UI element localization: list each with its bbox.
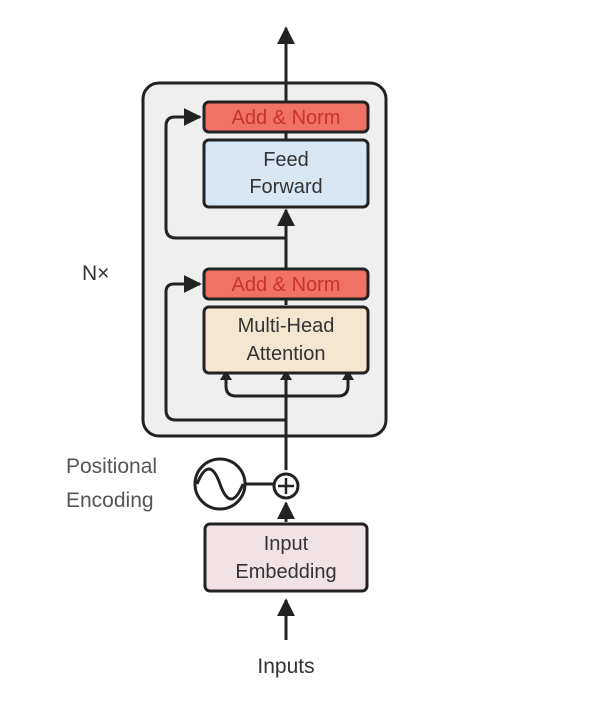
add-norm-bottom-label: Add & Norm [232,274,341,296]
attention-split-arrows [224,378,350,398]
residual-connection-feedforward [164,108,286,240]
attention-arrowhead-right [342,370,354,380]
sine-wave-icon [193,457,247,511]
add-norm-bottom-box [202,267,370,301]
multi-head-attention-label-line2: Attention [247,343,326,365]
residual-connection-attention [164,275,286,422]
positional-encoding-label-line2: Encoding [66,489,154,512]
multi-head-attention-box [202,305,370,375]
input-embedding-box [203,522,369,593]
input-embedding-label-line1: Input [264,533,309,555]
plus-circle-icon [272,472,300,500]
add-norm-top-box [202,100,370,134]
nx-label: N× [82,262,109,285]
feed-forward-label-line1: Feed [263,149,309,171]
add-norm-top-label: Add & Norm [232,107,341,129]
inputs-label: Inputs [257,655,314,678]
positional-encoding-label-line1: Positional [66,455,157,478]
multi-head-attention-label-line1: Multi-Head [238,315,335,337]
encoder-block [141,81,388,438]
input-embedding-label-line2: Embedding [235,561,336,583]
attention-arrowhead-left [220,370,232,380]
feed-forward-label-line2: Forward [249,176,322,198]
attention-arrowhead-mid [280,370,292,380]
feed-forward-box [202,138,370,209]
